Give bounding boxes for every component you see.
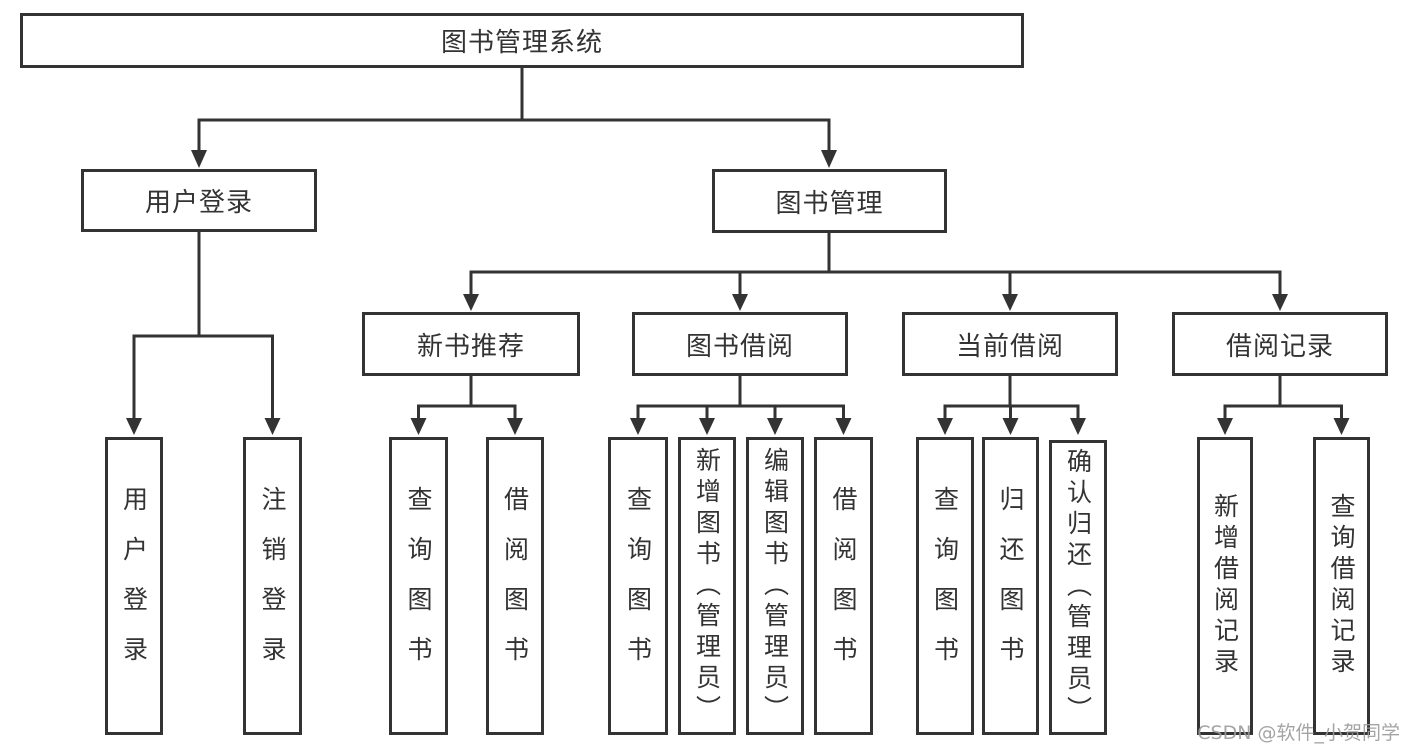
node-label: 当前借阅 [955,331,1064,362]
node-system-root: 图书管理系统 [20,13,1024,68]
leaf-user-login: 用户登录 [105,437,163,735]
leaf-logout: 注销登录 [243,437,302,735]
node-label: 注销登录 [258,486,287,686]
arrow-down-icon [1272,294,1288,311]
node-label: 查询图书 [623,486,653,686]
node-current-borrow: 当前借阅 [902,312,1118,376]
arrow-down-icon [732,294,748,311]
arrow-down-icon [507,418,523,435]
connector-book-borrow-children [630,376,852,435]
connector-current-borrow-children [937,376,1086,435]
node-label: 图书管理 [775,188,884,219]
node-label: 借阅图书 [829,486,858,686]
leaf-query-books-current: 查询图书 [916,437,974,735]
arrow-down-icon [835,418,852,435]
leaf-edit-book-admin: 编辑图书（管理员） [746,437,804,735]
leaf-query-borrow-record: 查询借阅记录 [1313,437,1370,735]
node-label: 确认归还（管理员） [1063,448,1093,727]
connector-new-book-children [410,376,523,435]
leaf-confirm-return-admin: 确认归还（管理员） [1049,440,1107,735]
arrow-down-icon [630,418,646,435]
arrow-down-icon [767,418,783,435]
node-label: 归还图书 [996,486,1025,686]
node-borrow-records: 借阅记录 [1172,312,1388,376]
leaf-query-books-recommend: 查询图书 [389,437,448,735]
arrow-down-icon [1070,418,1086,435]
leaf-add-book-admin: 新增图书（管理员） [678,437,736,735]
node-label: 编辑图书（管理员） [760,446,790,726]
node-book-borrow: 图书借阅 [632,312,848,376]
arrow-down-icon [699,418,715,435]
node-label: 借阅图书 [500,486,530,686]
arrow-down-icon [1002,294,1018,311]
arrow-down-icon [463,294,479,311]
node-label: 查询图书 [930,486,960,686]
leaf-query-books-borrow: 查询图书 [608,437,668,735]
connector-user-login-children [126,232,281,435]
arrow-down-icon [264,418,281,435]
connector-borrow-records-children [1217,376,1350,435]
arrow-down-icon [410,418,427,435]
node-label: 借阅记录 [1225,331,1334,362]
arrow-down-icon [821,150,837,168]
node-label: 新增借阅记录 [1210,493,1240,679]
arrow-down-icon [937,418,953,435]
leaf-add-borrow-record: 新增借阅记录 [1197,437,1253,735]
node-label: 图书借阅 [685,331,794,362]
arrow-down-icon [1002,418,1019,435]
node-label: 新书推荐 [416,331,525,362]
csdn-watermark: CSDN @软件_小贺同学 [1197,722,1400,744]
node-label: 用户登录 [144,188,253,218]
node-book-management: 图书管理 [712,169,947,233]
leaf-borrow-books: 借阅图书 [814,437,873,735]
node-label: 用户登录 [119,486,149,686]
node-label: 查询图书 [404,486,433,686]
arrow-down-icon [126,418,142,435]
node-label: 查询借阅记录 [1327,493,1356,679]
node-user-login: 用户登录 [81,169,317,232]
arrow-down-icon [1217,418,1233,435]
node-label: 新增图书（管理员） [692,446,722,726]
leaf-return-book: 归还图书 [982,437,1039,735]
node-label: 图书管理系统 [440,28,603,58]
leaf-borrow-books-recommend: 借阅图书 [486,437,544,735]
arrow-down-icon [1333,418,1350,435]
connector-root-to-level2 [191,68,837,168]
connector-book-management-to-level3 [463,233,1288,311]
node-new-book-recommend: 新书推荐 [362,312,580,376]
arrow-down-icon [191,150,207,168]
